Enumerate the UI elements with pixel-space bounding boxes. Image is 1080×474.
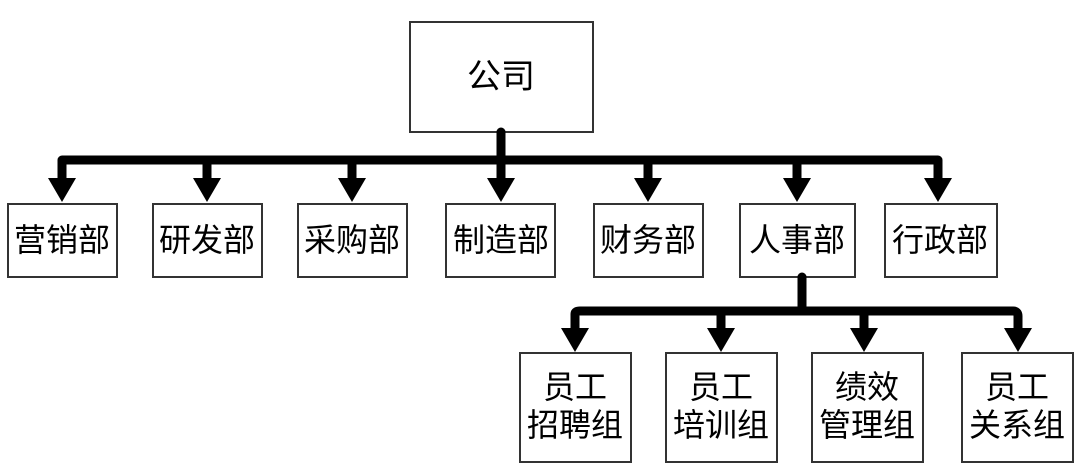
hr-group-label-line1: 员工	[985, 368, 1049, 406]
arrow-relations	[1004, 328, 1032, 352]
hr-group-node: 员工 招聘组	[519, 352, 632, 463]
department-node: 人事部	[739, 203, 856, 278]
department-node: 行政部	[884, 203, 998, 278]
department-label: 财务部	[600, 221, 696, 259]
hr-group-label-line2: 培训组	[673, 406, 769, 444]
department-node: 财务部	[593, 203, 704, 278]
hr-group-label-line1: 员工	[543, 368, 607, 406]
hr-group-node: 绩效 管理组	[811, 352, 924, 463]
arrow-training	[707, 328, 735, 352]
hr-group-label-line2: 招聘组	[527, 406, 623, 444]
department-label: 行政部	[892, 221, 988, 259]
department-node: 营销部	[7, 203, 118, 278]
hr-connectors	[561, 272, 1032, 352]
department-label: 制造部	[453, 221, 549, 259]
arrow-recruitment	[561, 328, 589, 352]
department-node: 制造部	[445, 203, 556, 278]
arrow-finance	[634, 178, 662, 202]
department-node: 采购部	[297, 203, 408, 278]
root-node: 公司	[409, 21, 594, 133]
department-label: 采购部	[304, 221, 400, 259]
department-label: 营销部	[14, 221, 110, 259]
arrow-performance	[850, 328, 878, 352]
root-connectors	[48, 127, 952, 202]
arrow-rd	[193, 178, 221, 202]
hr-group-bus	[570, 306, 1023, 335]
hr-group-node: 员工 关系组	[961, 352, 1074, 463]
hr-group-label-line1: 绩效	[835, 368, 899, 406]
hr-group-label-line2: 管理组	[819, 406, 915, 444]
department-label: 研发部	[159, 221, 255, 259]
arrow-marketing	[48, 178, 76, 202]
hr-group-label-line2: 关系组	[969, 406, 1065, 444]
root-label: 公司	[467, 57, 535, 97]
department-node: 研发部	[152, 203, 263, 278]
hr-group-label-line1: 员工	[689, 368, 753, 406]
hr-group-node: 员工 培训组	[665, 352, 778, 463]
department-label: 人事部	[749, 221, 845, 259]
arrow-hr	[783, 178, 811, 202]
arrow-admin	[924, 178, 952, 202]
arrow-purchasing	[338, 178, 366, 202]
arrow-manufacturing	[487, 178, 515, 202]
